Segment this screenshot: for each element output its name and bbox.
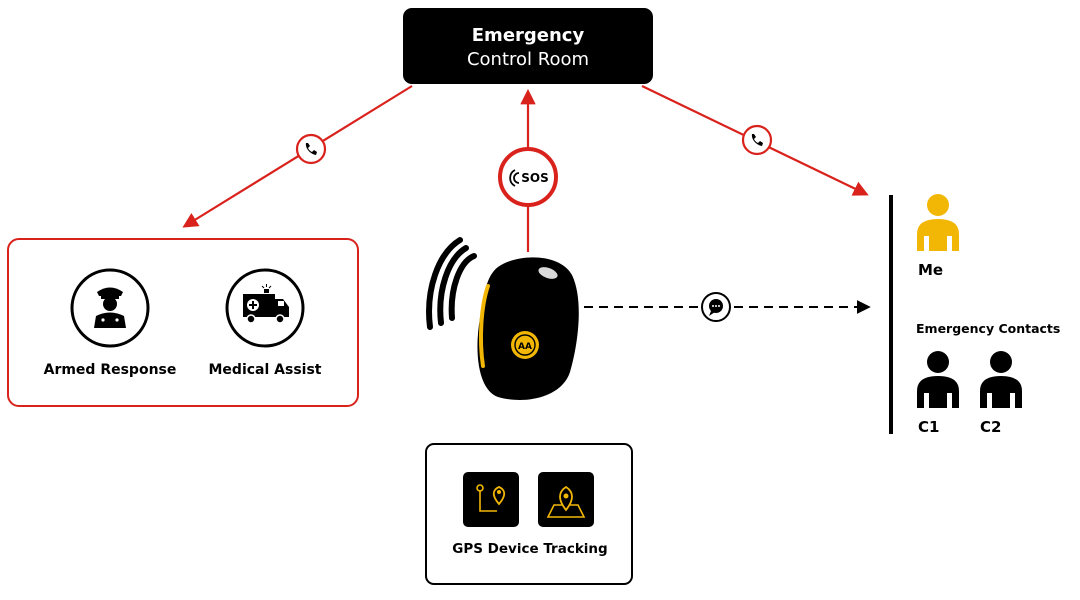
armed-response-label: Armed Response xyxy=(44,362,177,378)
signal-waves-icon xyxy=(509,169,520,187)
panic-button-device: AA xyxy=(426,237,579,400)
signal-waves-icon xyxy=(426,237,477,330)
armed-response-unit: Armed Response xyxy=(44,268,177,378)
device-body xyxy=(477,257,579,400)
contact2-label: C2 xyxy=(980,418,1001,436)
control-room-box: Emergency Control Room xyxy=(403,8,653,84)
device-yellow-edge xyxy=(478,284,490,368)
ambulance-icon xyxy=(243,284,289,324)
responders-box: Armed Response Medical Assist xyxy=(7,238,359,407)
phone-icon xyxy=(305,143,317,155)
contact2-person-icon xyxy=(980,351,1022,408)
emergency-contacts-title: Emergency Contacts xyxy=(916,321,1060,336)
phone-call-badge-right xyxy=(741,124,773,156)
control-room-title-line1: Emergency xyxy=(472,25,585,46)
me-label: Me xyxy=(918,261,943,279)
phone-icon xyxy=(751,134,763,146)
map-pin-icon xyxy=(538,472,594,527)
medical-assist-unit: Medical Assist xyxy=(209,268,322,378)
sos-label: SOS xyxy=(521,171,549,185)
chat-bubble-icon xyxy=(709,299,723,316)
phone-call-badge-left xyxy=(295,133,327,165)
route-pin-icon xyxy=(463,472,519,527)
police-officer-icon xyxy=(94,287,126,328)
gps-tracking-box: GPS Device Tracking xyxy=(425,443,633,585)
me-person-icon xyxy=(917,194,959,251)
contact1-label: C1 xyxy=(918,418,939,436)
chat-badge xyxy=(701,292,731,322)
device-highlight xyxy=(538,267,558,279)
medical-assist-label: Medical Assist xyxy=(209,362,322,378)
contact1-person-icon xyxy=(917,351,959,408)
contacts-panel: Me Emergency Contacts C1 C2 xyxy=(889,194,1060,436)
device-badge-label: AA xyxy=(518,342,532,352)
sos-badge: SOS xyxy=(498,147,558,207)
gps-label: GPS Device Tracking xyxy=(452,541,607,557)
control-room-title-line2: Control Room xyxy=(467,49,589,70)
